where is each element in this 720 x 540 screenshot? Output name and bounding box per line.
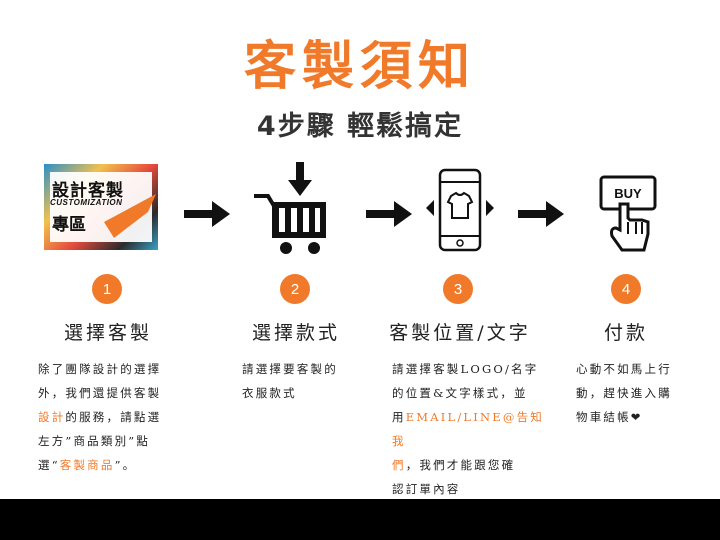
step-1-description: 除了團隊設計的選擇外，我們還提供客製設計的服務，請點選左方”商品類別”點選“客製… [38, 357, 188, 477]
description-text: 心動不如馬上行 [576, 362, 672, 376]
description-line: 請選擇要客製的 [242, 357, 362, 381]
description-line: 用EMAIL/LINE@告知我 [392, 405, 552, 453]
description-text: 認訂單內容 [392, 482, 461, 496]
step-4-badge: 4 [611, 274, 641, 304]
description-text: 外，我們還提供 [38, 386, 134, 400]
description-line: 除了團隊設計的選擇 [38, 357, 188, 381]
description-line: 認訂單內容 [392, 477, 552, 501]
description-text: 客製 [133, 386, 162, 400]
step-2-description: 請選擇要客製的衣服款式 [242, 357, 362, 405]
description-line: 心動不如馬上行 [576, 357, 696, 381]
description-text: ，我們才能跟您確 [405, 458, 516, 472]
shopping-cart-icon[interactable] [252, 162, 332, 256]
buy-button-hand-icon[interactable]: BUY [598, 174, 660, 260]
description-text: 衣服款式 [242, 386, 297, 400]
description-text: 左方”商品類別”點 [38, 434, 151, 448]
description-text: 的位置&文字樣式，並 [392, 386, 528, 400]
description-text: 選“ [38, 458, 60, 472]
description-text: 的服務，請點選 [65, 410, 162, 424]
step-3-title: 客製位置/文字 [389, 322, 531, 344]
step-1-title: 選擇客製 [63, 322, 152, 344]
arrow-right-icon [184, 201, 230, 227]
description-line: 動，趕快進入購 [576, 381, 696, 405]
step-3-description: 請選擇客製LOGO/名字的位置&文字樣式，並用EMAIL/LINE@告知我們，我… [392, 357, 552, 501]
highlight-text: EMAIL/LINE@告知我 [392, 410, 544, 448]
buy-label: BUY [614, 186, 642, 201]
description-line: 設計的服務，請點選 [38, 405, 188, 429]
description-line: 們，我們才能跟您確 [392, 453, 552, 477]
description-line: 的位置&文字樣式，並 [392, 381, 552, 405]
description-line: 物車結帳❤ [576, 405, 696, 429]
highlight-text: 設計 [38, 410, 66, 424]
arrow-right-icon [366, 201, 412, 227]
step-2-title: 選擇款式 [251, 322, 340, 344]
page-title: 客製須知 [243, 37, 476, 97]
description-line: 左方”商品類別”點 [38, 429, 188, 453]
banner-swoosh [104, 194, 156, 238]
description-text: 動，趕快進入購 [576, 386, 672, 400]
step-4-description: 心動不如馬上行動，趕快進入購物車結帳❤ [576, 357, 696, 429]
step-4-title: 付款 [603, 322, 648, 344]
step-3-badge: 3 [443, 274, 473, 304]
description-line: 請選擇客製LOGO/名字 [392, 357, 552, 381]
customization-banner-icon[interactable]: 設計客製 CUSTOMIZATION 專區 [44, 164, 158, 250]
description-text: 請選擇要客製的 [242, 362, 338, 376]
description-line: 衣服款式 [242, 381, 362, 405]
description-line: 外，我們還提供客製 [38, 381, 188, 405]
banner-line-2: CUSTOMIZATION [50, 198, 123, 207]
step-1-badge: 1 [92, 274, 122, 304]
banner-line-1: 設計客製 [52, 181, 124, 201]
page-subtitle: 4步驟 輕鬆搞定 [256, 111, 464, 142]
step-2-badge: 2 [280, 274, 310, 304]
arrow-right-icon [518, 201, 564, 227]
smartphone-shirt-icon[interactable] [424, 168, 496, 252]
highlight-text: 客製商品 [59, 458, 115, 472]
banner-line-3: 專區 [52, 215, 86, 235]
description-line: 選“客製商品”。 [38, 453, 188, 477]
description-text: 用 [392, 410, 406, 424]
description-text: ”。 [114, 458, 137, 472]
description-text: 除了團隊設計的選擇 [38, 362, 162, 376]
highlight-text: 們 [392, 458, 406, 472]
description-text: 物車結帳❤ [576, 410, 643, 424]
footer-bar [0, 499, 720, 540]
description-text: 請選擇客製LOGO/名字 [392, 362, 539, 376]
